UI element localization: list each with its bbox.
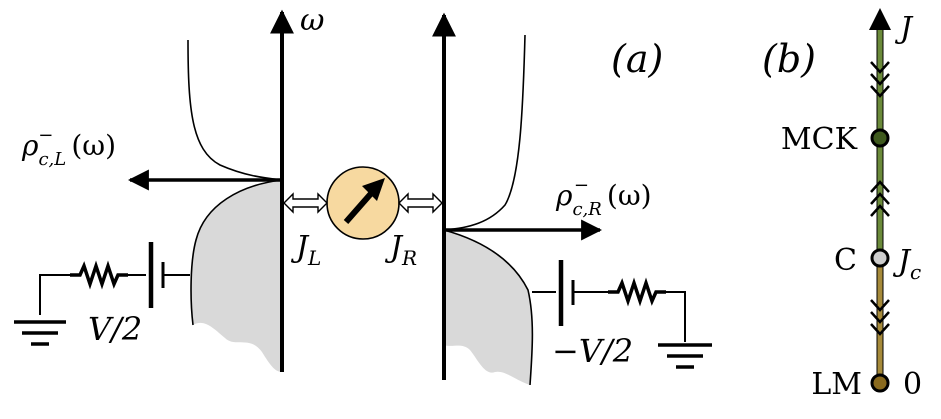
right-resistor [608, 277, 666, 307]
right-reservoir-edge [443, 229, 534, 386]
left-circuit [14, 242, 190, 346]
coupling-left-label: JL [290, 230, 321, 270]
panel-a-tag: (a) [611, 37, 663, 81]
right-circuit [532, 260, 712, 369]
panel-b-tag: (b) [762, 37, 816, 81]
omega-label: ω [300, 3, 324, 38]
bias-left-label: V/2 [88, 310, 142, 348]
rho-left-label: ρc,L−(ω) [21, 125, 116, 170]
coupling-right-label: JR [384, 230, 417, 270]
bias-right-label: −V/2 [552, 332, 633, 370]
flow-chevrons-top [870, 61, 890, 98]
flow-chevrons-bottom [870, 299, 890, 336]
left-dos-curve [187, 39, 283, 181]
left-resistor [70, 260, 128, 290]
panel-a: ω ρc,L−(ω) ρc,R−(ω) JL [14, 3, 712, 386]
left-reservoir-fill [191, 180, 282, 372]
panel-b: (b) J MCK C LM [762, 8, 922, 402]
coupling-arrow-left [283, 192, 328, 214]
fixed-point-c [870, 248, 890, 268]
right-reservoir-fill [444, 230, 533, 385]
spin-arrow [343, 187, 378, 224]
axis-j-label: J [894, 11, 914, 46]
right-dos-curve [443, 34, 526, 231]
jc-label: Jc [892, 244, 921, 284]
coupling-arrow-right [398, 192, 443, 214]
fixed-point-mck-label: MCK [781, 122, 858, 157]
axis-arrowhead [869, 8, 891, 30]
spin-arrow-head [362, 178, 385, 201]
fixed-point-lm [870, 373, 890, 393]
fixed-point-c-label: C [834, 243, 857, 278]
left-reservoir-edge [190, 179, 283, 326]
fixed-point-lm-value: 0 [903, 367, 922, 402]
flow-chevrons-mid [870, 180, 890, 217]
fixed-point-mck [870, 128, 890, 148]
rho-right-label: ρc,R−(ω) [555, 175, 652, 220]
fixed-point-lm-label: LM [811, 367, 862, 402]
